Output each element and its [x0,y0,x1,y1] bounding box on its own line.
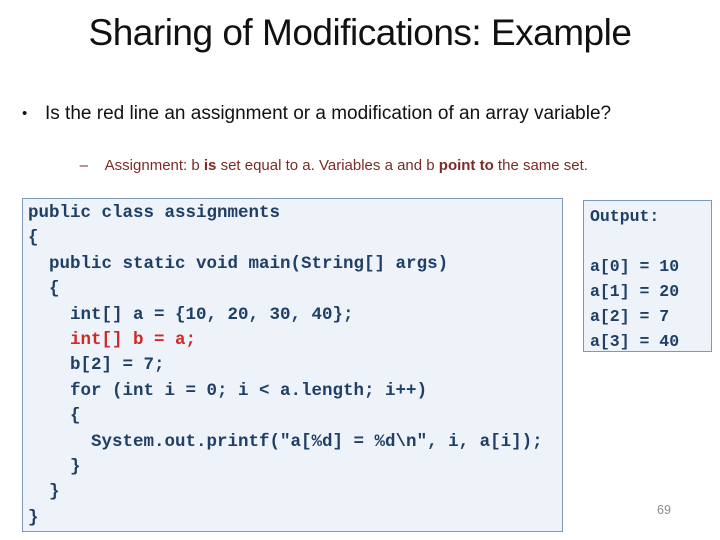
sub-bullet-segment: the same set. [493,156,588,174]
code-line: } [28,482,60,503]
code-line: } [28,507,39,528]
output-line: a[0] = 10 [590,257,680,276]
main-bullet: • Is the red line an assignment or a modi… [22,102,712,126]
page-number: 69 [657,503,671,517]
sub-bullet-segment: Assignment: b [104,156,204,174]
sub-bullet-segment: set equal to a. Variables a and b [216,156,439,174]
code-box: public class assignments { public static … [22,198,563,532]
sub-bullet-bold-is: is [203,156,217,174]
code-line-red: int[] b = a; [28,330,197,351]
code-line: b[2] = 7; [28,355,165,376]
output-box-title: Output: [590,207,660,226]
output-line: a[1] = 20 [590,282,680,301]
code-line: System.out.printf("a[%d] = %d\n", i, a[i… [28,431,543,452]
output-lines: a[0] = 10 a[1] = 20 a[2] = 7 a[3] = 40 [590,254,711,351]
code-line: public class assignments [28,203,281,223]
code-line: for (int i = 0; i < a.length; i++) [28,380,428,401]
output-line: a[3] = 40 [590,332,680,351]
page-title: Sharing of Modifications: Example [88,12,632,53]
output-box: Output: a[0] = 10 a[1] = 20 a[2] = 7 a[3] =… [583,200,712,352]
code-line: } [28,457,81,478]
code-lines: public class assignments { public static … [28,201,562,531]
code-line: { [28,228,39,249]
code-line: { [28,279,60,300]
main-bullet-text: Is the red line an assignment or a modif… [45,103,612,124]
bullet-icon: • [22,105,28,122]
sub-bullet-text: Assignment: b is set equal to a. Variabl… [105,157,588,174]
code-line: public static void main(String[] args) [28,253,449,274]
sub-bullet: –Assignment: b is set equal to a. Variab… [63,136,712,195]
output-spacer [590,229,711,254]
output-line: a[2] = 7 [590,307,670,326]
code-line: { [28,406,81,427]
dash-icon: – [79,156,89,174]
code-line: int[] a = {10, 20, 30, 40}; [28,304,354,325]
sub-bullet-bold-point-to: point to [438,156,494,174]
